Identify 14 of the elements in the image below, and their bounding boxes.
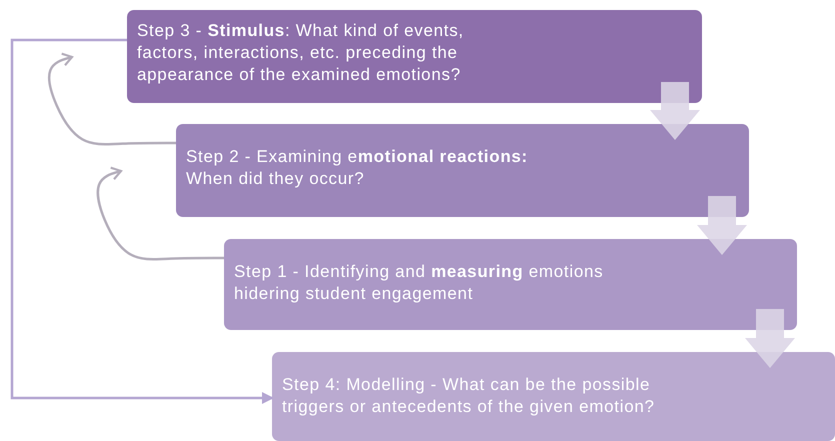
block-arrow	[650, 82, 700, 140]
step-text: Step 4: Modelling - What can be the possible triggers or antecedents of the given emotion?	[282, 374, 656, 418]
bracket-arrow	[10, 38, 274, 404]
step-box	[272, 352, 835, 441]
block-arrow	[697, 196, 747, 255]
step-text: Step 2 - Examining emotional reactions: When did they occur?	[186, 146, 529, 190]
step-box	[127, 10, 702, 103]
step-box	[176, 124, 749, 217]
step-box	[224, 239, 797, 330]
curved-arrow	[96, 166, 226, 260]
curved-arrow	[48, 52, 178, 146]
step-text: Step 1 - Identifying and measuring emotions hidering student engagement	[234, 261, 604, 305]
block-arrow	[745, 309, 795, 368]
step-text: Step 3 - Stimulus: What kind of events, factors, interactions, etc. preceding the appearance of the examined emotions?	[137, 20, 465, 86]
